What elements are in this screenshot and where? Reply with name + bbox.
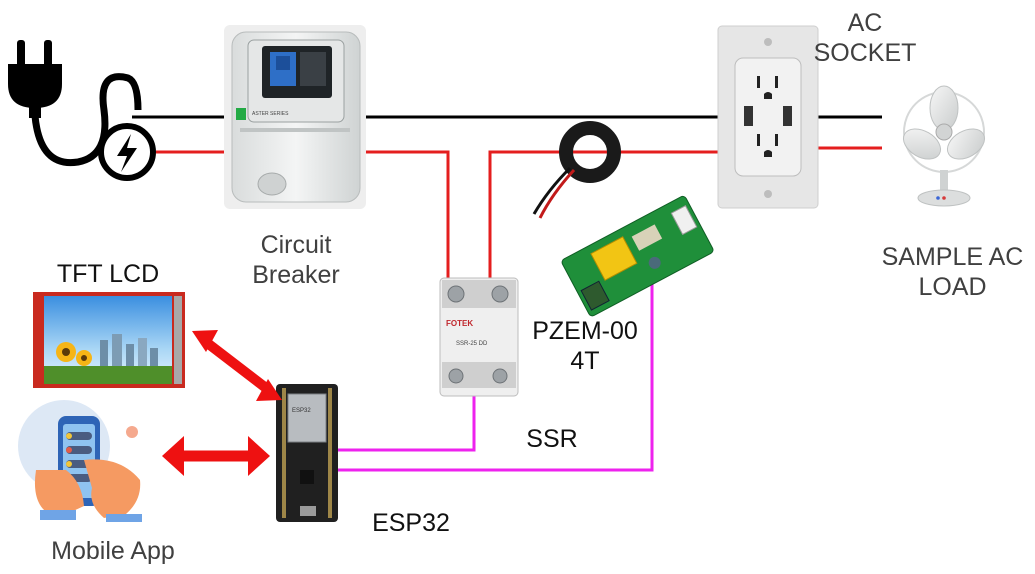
- pzem-module: [561, 195, 714, 317]
- mobile-app-illustration: [18, 400, 142, 522]
- circuit-breaker-label-line2: Breaker: [252, 261, 340, 289]
- circuit-breaker: ASTER SERIES: [224, 25, 366, 209]
- lcd-esp-double-arrow: [192, 330, 282, 401]
- pzem-label: PZEM-00 4T: [520, 316, 650, 376]
- ssr-brand-text: FOTEK: [446, 319, 473, 328]
- solid-state-relay: FOTEK SSR-25 DD: [439, 277, 519, 397]
- esp-brand-text: ESP32: [292, 408, 311, 414]
- ac-socket-label-line2: SOCKET: [813, 39, 917, 67]
- ssr-model-text: SSR-25 DD: [456, 341, 488, 347]
- live-wire-ssr-socket: [488, 150, 718, 300]
- ssr-label: SSR: [526, 425, 578, 453]
- mobile-app-label: Mobile App: [51, 537, 175, 565]
- ac-socket-label: AC SOCKET: [800, 8, 930, 68]
- live-wire-breaker-ssr: [365, 150, 450, 300]
- circuit-breaker-label-line1: Circuit: [260, 231, 332, 259]
- esp32-board: ESP32: [276, 384, 338, 522]
- pzem-label-line1: PZEM-00: [532, 317, 638, 345]
- power-plug-icon: [8, 40, 142, 167]
- tft-lcd-label: TFT LCD: [56, 260, 160, 288]
- breaker-brand-text: ASTER SERIES: [252, 111, 289, 117]
- sample-ac-load-label: SAMPLE AC LOAD: [870, 242, 1035, 302]
- sample-ac-load-label-line1: SAMPLE AC: [881, 243, 1024, 271]
- ac-socket: [717, 25, 819, 209]
- signal-wire-esp-pzem: [336, 268, 654, 472]
- current-transformer-ring: [532, 121, 621, 219]
- lightning-icon: [98, 123, 156, 181]
- pzem-label-line2: 4T: [570, 347, 600, 375]
- fan-icon: [903, 85, 985, 207]
- esp32-label: ESP32: [372, 509, 450, 537]
- signal-wire-esp-ssr: [336, 385, 476, 452]
- app-esp-double-arrow: [162, 436, 270, 476]
- wires: [132, 115, 882, 472]
- ac-socket-label-line1: AC: [847, 9, 883, 37]
- circuit-breaker-label: Circuit Breaker: [236, 230, 356, 290]
- sample-ac-load-label-line2: LOAD: [918, 273, 987, 301]
- tft-lcd-display: [33, 292, 185, 388]
